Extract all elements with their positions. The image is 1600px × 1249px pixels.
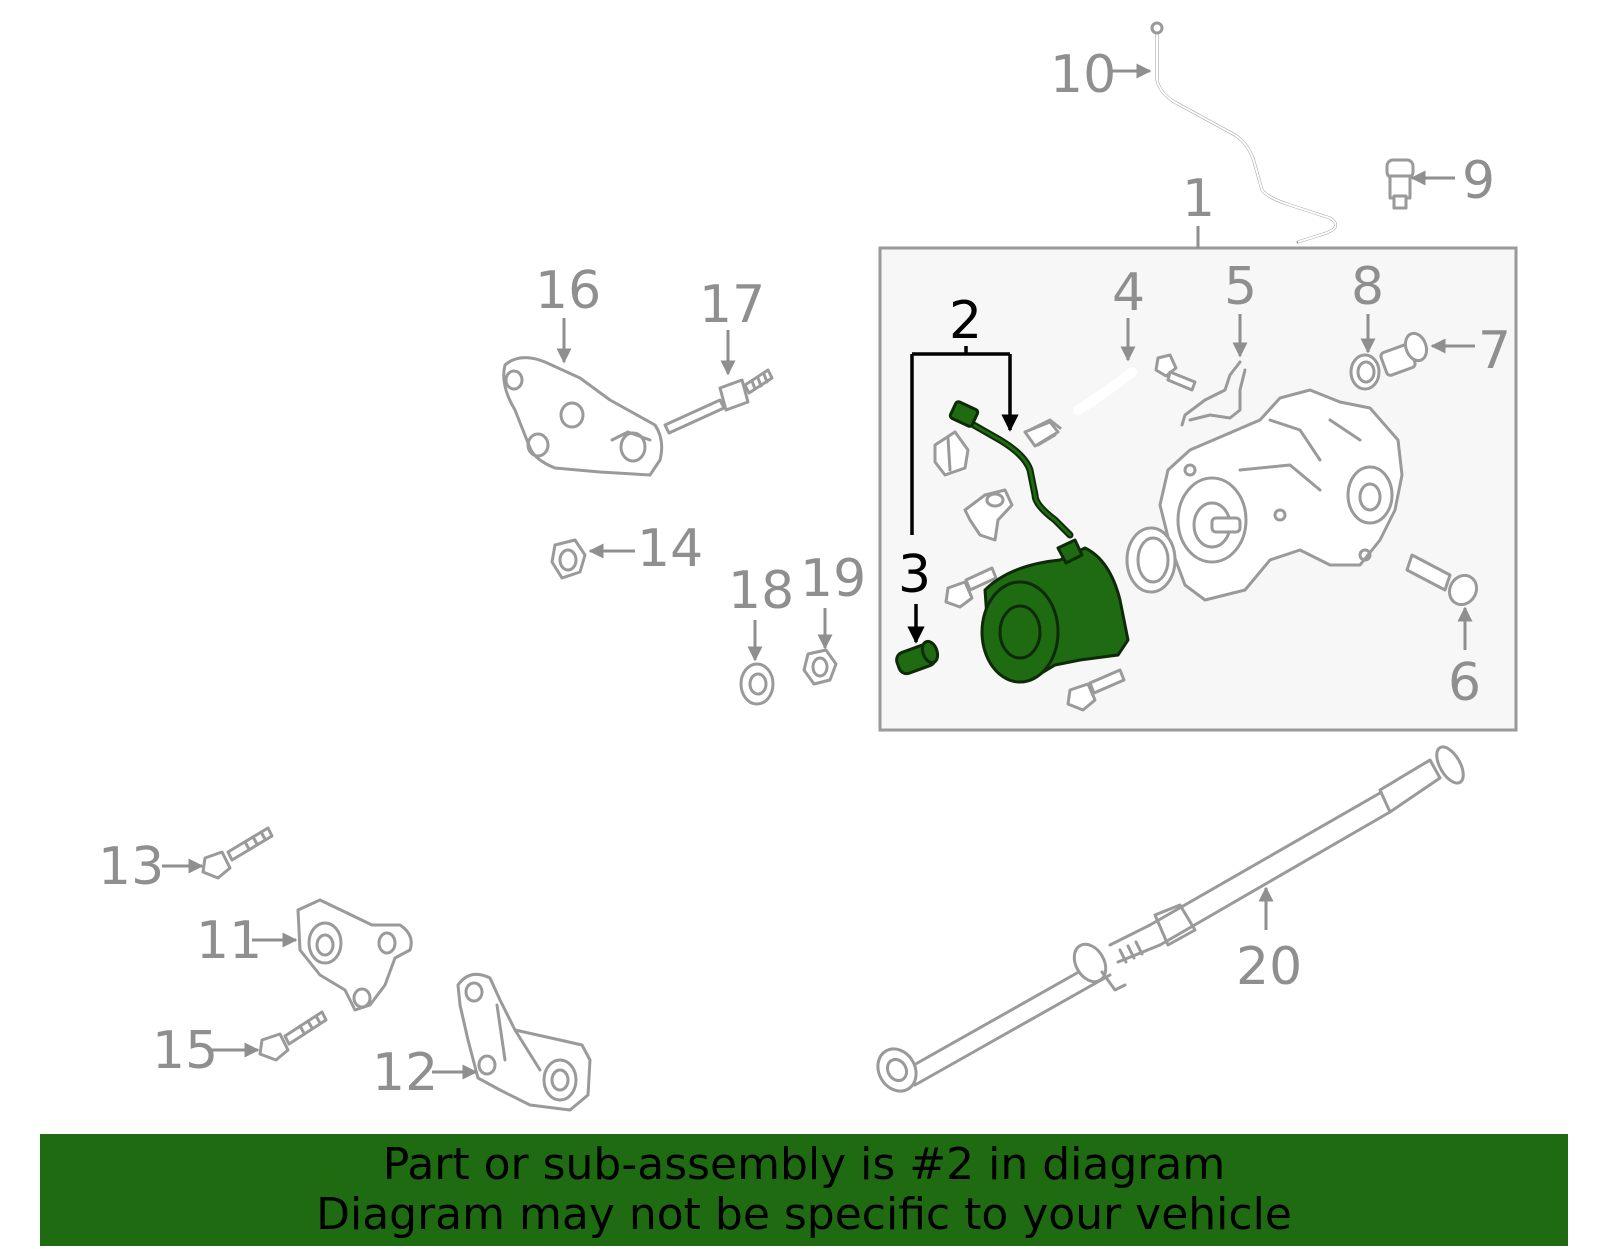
part-14-nut bbox=[550, 538, 587, 580]
bolt-lower bbox=[1066, 668, 1126, 712]
part-11-bracket bbox=[296, 898, 413, 1012]
callout-11: 11 bbox=[196, 911, 262, 971]
callout-10: 10 bbox=[1050, 45, 1116, 105]
callout-4: 4 bbox=[1112, 263, 1145, 323]
callout-15: 15 bbox=[152, 1021, 218, 1081]
part-16-mount-bracket bbox=[502, 356, 664, 477]
part-18-washer bbox=[739, 662, 775, 706]
callout-3: 3 bbox=[898, 545, 931, 605]
part-19-nut bbox=[802, 648, 838, 686]
callout-14: 14 bbox=[637, 519, 703, 579]
part-12-bracket bbox=[456, 972, 592, 1112]
callout-6: 6 bbox=[1448, 653, 1481, 713]
callout-17: 17 bbox=[699, 275, 765, 335]
part-8-o-ring bbox=[1349, 353, 1381, 391]
callout-1: 1 bbox=[1182, 169, 1215, 229]
callout-2: 2 bbox=[949, 291, 982, 351]
clip-bracket-a bbox=[933, 430, 970, 477]
seal-ring bbox=[1125, 526, 1177, 594]
part-3-plug bbox=[895, 639, 940, 676]
part-15-bolt bbox=[258, 1010, 328, 1062]
part-5-bracket bbox=[1154, 353, 1247, 427]
callout-19: 19 bbox=[800, 549, 866, 609]
callout-5: 5 bbox=[1224, 257, 1257, 317]
callout-18: 18 bbox=[728, 561, 794, 621]
banner-line-2: Diagram may not be specific to your vehi… bbox=[316, 1189, 1292, 1240]
callout-12: 12 bbox=[372, 1043, 438, 1103]
callout-16: 16 bbox=[535, 261, 601, 321]
callout-13: 13 bbox=[98, 837, 164, 897]
elbow-fitting bbox=[1023, 418, 1062, 448]
part-6-sensor bbox=[1405, 553, 1479, 607]
callout-7: 7 bbox=[1478, 321, 1511, 381]
banner-line-1: Part or sub-assembly is #2 in diagram bbox=[382, 1139, 1226, 1190]
callout-8: 8 bbox=[1351, 257, 1384, 317]
part-4-hose bbox=[1073, 367, 1137, 415]
callout-9: 9 bbox=[1462, 151, 1495, 211]
callout-20: 20 bbox=[1236, 937, 1302, 997]
part-9-vent-plug bbox=[1385, 158, 1415, 210]
part-13-bolt bbox=[201, 826, 274, 880]
clip-bracket-b bbox=[963, 488, 1014, 542]
part-7-plug bbox=[1379, 331, 1429, 377]
notice-banner: Part or sub-assembly is #2 in diagram Di… bbox=[40, 1134, 1568, 1246]
part-20-drive-shaft bbox=[876, 745, 1465, 1093]
bolt-upper bbox=[944, 566, 998, 609]
part-2-actuator-motor bbox=[948, 400, 1130, 684]
part-17-stud bbox=[663, 368, 774, 435]
part-10-breather-tube bbox=[1150, 21, 1338, 244]
